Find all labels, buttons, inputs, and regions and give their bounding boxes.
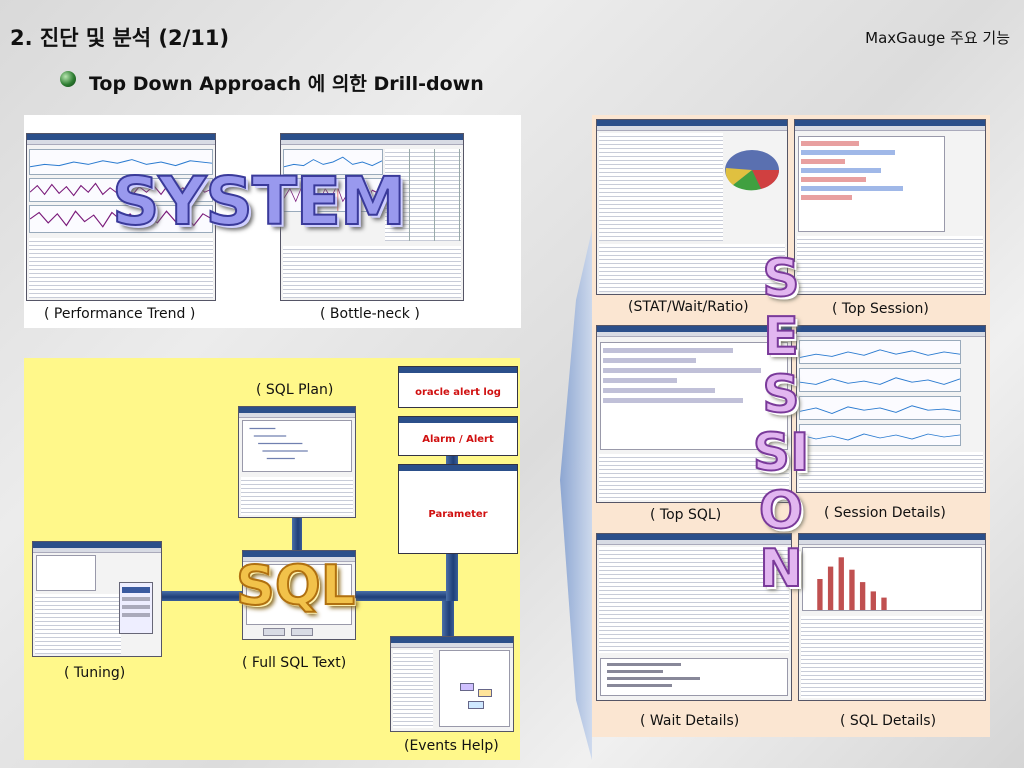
caption-performance-trend: ( Performance Trend ) [44, 306, 196, 322]
system-overlay-text: SYSTEM [111, 162, 407, 241]
caption-sql-plan: ( SQL Plan) [256, 382, 334, 398]
caption-events-help: (Events Help) [404, 738, 499, 754]
pie-chart [725, 150, 780, 191]
wait-details-window[interactable] [596, 533, 792, 701]
tuning-window[interactable] [32, 541, 162, 657]
bullet-icon [60, 71, 76, 87]
sql-plan-window[interactable] [238, 406, 356, 518]
connector-pipe [442, 601, 454, 637]
parameter-label: Parameter [428, 509, 488, 520]
page-title: 2. 진단 및 분석 (2/11) [10, 26, 230, 50]
top-session-window[interactable] [794, 119, 986, 295]
caption-top-session: ( Top Session) [832, 301, 929, 317]
system-panel: SYSTEM ( Performance Trend ) ( Bottle-ne… [24, 115, 521, 328]
caption-full-sql-text: ( Full SQL Text) [242, 655, 347, 671]
caption-tuning: ( Tuning) [64, 665, 126, 681]
top-sql-window[interactable] [596, 325, 792, 503]
connector-pipe [354, 591, 446, 601]
bar-histogram [817, 557, 887, 610]
sql-details-window[interactable] [798, 533, 986, 701]
parameter-box[interactable]: Parameter [398, 464, 518, 554]
caption-session-details: ( Session Details) [824, 505, 946, 521]
session-panel: (STAT/Wait/Ratio) ( Top Session) ( Top S… [592, 115, 990, 737]
sql-panel: ( SQL Plan) SQL ( Full SQL Text) ( Tunin… [24, 358, 520, 760]
connector-pipe [159, 591, 249, 601]
caption-wait-details: ( Wait Details) [640, 713, 740, 729]
performance-trend-window[interactable] [26, 133, 216, 301]
arrow-left-icon [560, 230, 592, 760]
brand-label: MaxGauge 주요 기능 [865, 29, 1010, 47]
alarm-alert-label: Alarm / Alert [422, 434, 494, 445]
full-sql-text-window[interactable] [242, 550, 356, 640]
connector-pipe [292, 508, 302, 550]
caption-stat-wait-ratio: (STAT/Wait/Ratio) [628, 299, 749, 315]
caption-bottleneck: ( Bottle-neck ) [320, 306, 420, 322]
bottleneck-window[interactable] [280, 133, 464, 301]
session-overlay-text: SESSION [752, 249, 811, 599]
session-details-window[interactable] [796, 325, 986, 493]
subtitle: Top Down Approach 에 의한 Drill-down [89, 73, 484, 95]
caption-sql-details: ( SQL Details) [840, 713, 937, 729]
sql-overlay-text: SQL [235, 553, 356, 618]
events-help-window[interactable] [390, 636, 514, 732]
alarm-alert-box[interactable]: Alarm / Alert [398, 416, 518, 456]
oracle-alert-log-label: oracle alert log [415, 387, 501, 398]
stat-wait-ratio-window[interactable] [596, 119, 788, 295]
oracle-alert-log-box[interactable]: oracle alert log [398, 366, 518, 408]
caption-top-sql: ( Top SQL) [650, 507, 722, 523]
